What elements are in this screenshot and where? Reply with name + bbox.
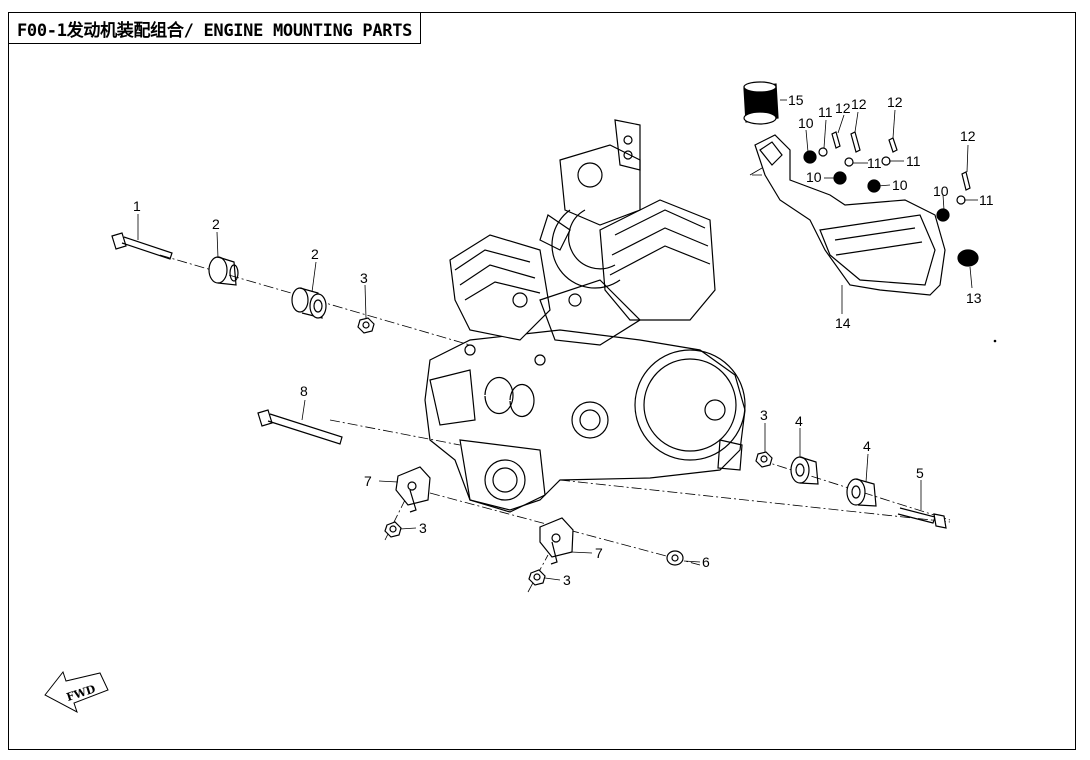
page-title: F00-1发动机装配组合/ ENGINE MOUNTING PARTS	[17, 20, 413, 41]
part-2-bushing-a	[208, 256, 239, 286]
callout-11a: 11	[818, 104, 833, 120]
callout-10a: 10	[798, 115, 814, 131]
callout-11b: 11	[867, 155, 882, 171]
callout-2a: 2	[212, 216, 220, 232]
part-8-long-bolt	[257, 409, 343, 445]
callout-numbers: 1 2 2 3 8 3 4 4 5 7 3 7 6 3 15 10 11 12 …	[133, 92, 994, 588]
callout-15: 15	[788, 92, 804, 108]
part-1-long-bolt	[111, 232, 173, 260]
part-7-bracket-b	[539, 517, 574, 565]
callout-10b: 10	[806, 169, 822, 185]
callout-11c: 11	[906, 153, 921, 169]
callout-7b: 7	[595, 545, 603, 561]
leader-lines	[137, 99, 978, 581]
stray-dot	[993, 339, 997, 343]
callout-4a: 4	[795, 413, 803, 429]
part-3-nut-d	[528, 569, 546, 586]
title-box: F00-1发动机装配组合/ ENGINE MOUNTING PARTS	[8, 12, 422, 44]
fwd-arrow-icon: FWD	[44, 670, 109, 714]
callout-12d: 12	[960, 128, 976, 144]
callout-3d: 3	[563, 572, 571, 588]
callout-5: 5	[916, 465, 924, 481]
drawing-frame	[8, 12, 1076, 750]
callout-7a: 7	[364, 473, 372, 489]
callout-12c: 12	[887, 94, 903, 110]
part-12-bolts	[831, 131, 971, 191]
callout-10d: 10	[933, 183, 949, 199]
part-4-bushing-b	[846, 478, 877, 507]
part-15-filter-cap	[743, 81, 779, 125]
engine-assembly	[424, 119, 746, 513]
part-3-nut-b	[755, 451, 773, 468]
part-3-nut-a	[357, 317, 375, 334]
callout-10c: 10	[892, 177, 908, 193]
callout-13: 13	[966, 290, 982, 306]
part-6-flange-nut	[666, 550, 684, 566]
part-7-bracket-a	[395, 466, 431, 513]
part-11-washers	[818, 147, 966, 205]
part-4-bushing-a	[790, 456, 819, 485]
part-14-duct-housing	[754, 134, 946, 296]
callout-12b: 12	[851, 96, 867, 112]
part-2-bushing-b	[291, 287, 327, 319]
part-13-grommet	[957, 249, 979, 267]
callout-3b: 3	[760, 407, 768, 423]
part-10-grommets	[803, 150, 950, 222]
callout-4b: 4	[863, 438, 871, 454]
callout-8: 8	[300, 383, 308, 399]
callout-3c: 3	[419, 520, 427, 536]
callout-3a: 3	[360, 270, 368, 286]
part-3-nut-c	[384, 521, 402, 538]
callout-14: 14	[835, 315, 851, 331]
part-5-bolt	[897, 507, 947, 529]
callout-11d: 11	[979, 192, 994, 208]
callout-2b: 2	[311, 246, 319, 262]
callout-12a: 12	[835, 100, 851, 116]
callout-1: 1	[133, 198, 141, 214]
callout-6: 6	[702, 554, 710, 570]
